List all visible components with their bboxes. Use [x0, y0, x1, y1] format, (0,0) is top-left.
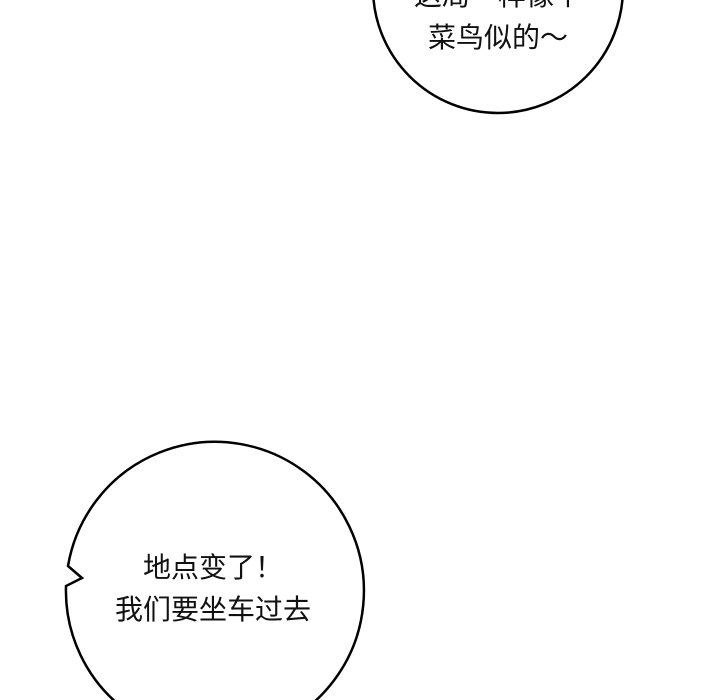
top-bubble-text: 这局一样像个 菜鸟似的～: [373, 0, 623, 59]
bottom-bubble-line-1: 地点变了！: [142, 551, 283, 584]
top-speech-bubble: [372, 0, 624, 115]
bottom-bubble-text: 地点变了！ 我们要坐车过去: [64, 547, 362, 631]
bottom-speech-bubble: [64, 440, 366, 700]
top-bubble-line-2: 菜鸟似的～: [427, 21, 568, 54]
bottom-bubble-line-2: 我们要坐车过去: [114, 593, 311, 626]
top-bubble-line-1: 这局一样像个: [373, 0, 623, 17]
